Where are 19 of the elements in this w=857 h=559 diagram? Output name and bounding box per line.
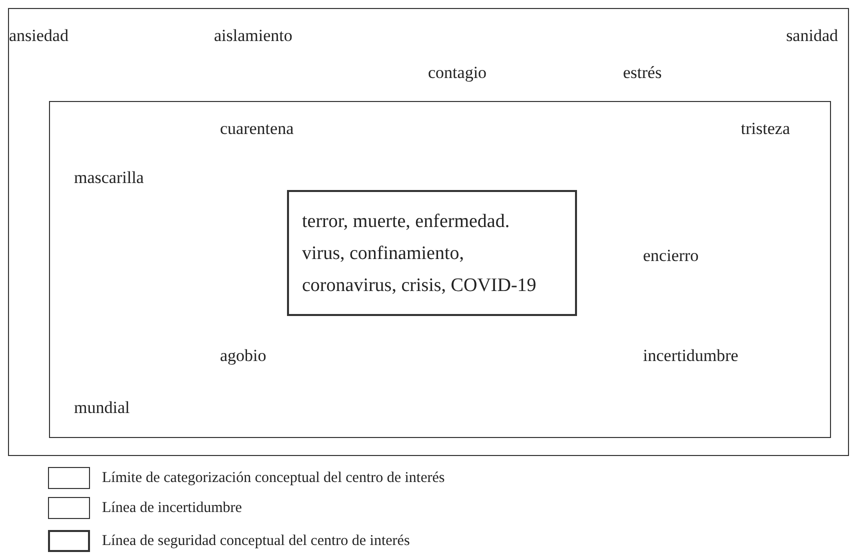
outer-box: [8, 8, 849, 456]
word-label: mundial: [74, 398, 130, 418]
word-label: contagio: [428, 63, 487, 83]
word-label: ansiedad: [9, 26, 68, 46]
word-label: estrés: [623, 63, 662, 83]
legend-label: Límite de categorización conceptual del centro de interés: [102, 470, 445, 486]
word-label: incertidumbre: [643, 346, 738, 366]
word-label: agobio: [220, 346, 266, 366]
legend-label: Línea de seguridad conceptual del centro de interés: [102, 532, 410, 550]
word-label: mascarilla: [74, 168, 144, 188]
core-word-list: terror, muerte, enfermedad. virus, confinamiento, coronavirus, crisis, COVID-19: [302, 206, 550, 302]
word-label: tristeza: [740, 119, 790, 139]
word-label: aislamiento: [214, 26, 292, 46]
uncertainty-box: [49, 101, 831, 438]
word-label: cuarentena: [220, 119, 294, 139]
core-box: [287, 190, 577, 316]
legend-label: Línea de incertidumbre: [102, 500, 242, 516]
word-label: encierro: [643, 246, 699, 266]
word-label: sanidad: [786, 26, 838, 46]
